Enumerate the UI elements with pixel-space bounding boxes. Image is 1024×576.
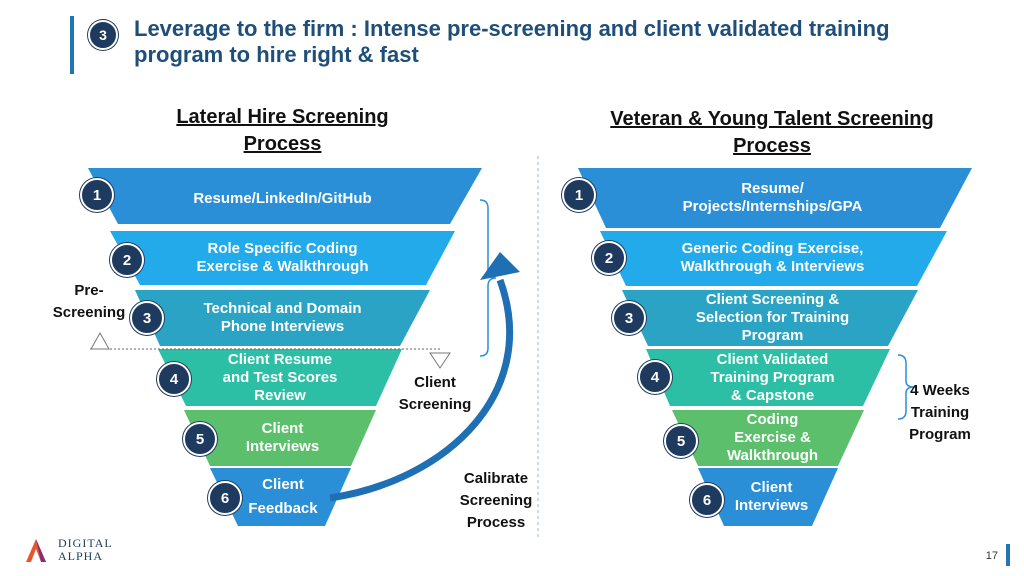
client-screening-label: Client Screening <box>398 374 472 413</box>
left-heading-line2: Process <box>243 133 322 155</box>
training-bracket <box>897 354 915 420</box>
left-heading-line1: Lateral Hire Screening <box>176 106 389 128</box>
right-heading-line2: Process <box>733 135 811 157</box>
left-stage-6-band <box>210 468 351 526</box>
left-stage-3-number: 3 <box>130 301 164 335</box>
right-stage-1-label: Resume/ Projects/Internships/GPA <box>682 180 863 215</box>
right-stage-4-number: 4 <box>638 360 672 394</box>
left-prescreen-bracket <box>479 199 497 357</box>
pre-screening-marker <box>90 331 110 350</box>
left-stage-6-number: 6 <box>208 481 242 515</box>
right-stage-4-band <box>646 349 890 406</box>
right-stage-4-label: Client Validated Training Program & Caps… <box>710 351 835 404</box>
left-stage-5-number: 5 <box>183 422 217 456</box>
right-stage-3-label: Client Screening & Selection for Trainin… <box>695 291 850 344</box>
client-screening-marker <box>429 352 451 369</box>
right-heading-line1: Veteran & Young Talent Screening <box>610 108 934 130</box>
left-stage-1-number: 1 <box>80 178 114 212</box>
right-stage-3-band <box>622 290 918 346</box>
right-stage-2-band <box>600 231 947 286</box>
calibrate-arrow <box>329 278 514 502</box>
right-heading: Veteran & Young Talent Screening Process <box>572 106 972 160</box>
right-stage-1-band <box>578 168 972 228</box>
left-stage-1-band <box>88 168 482 224</box>
left-stage-2-number: 2 <box>110 243 144 277</box>
logo-text: DIGITAL ALPHA <box>58 537 113 563</box>
left-stage-6-label: Client Feedback <box>248 476 318 517</box>
calibrate-arrow-head <box>480 252 520 280</box>
left-heading: Lateral Hire Screening Process <box>140 104 425 158</box>
training-program-label: 4 Weeks Training Program <box>909 382 971 443</box>
digital-alpha-logo-icon <box>26 539 46 562</box>
left-stage-1-label: Resume/LinkedIn/GitHub <box>193 190 372 207</box>
right-stage-5-band <box>672 410 864 466</box>
left-stage-4-number: 4 <box>157 362 191 396</box>
logo-text-line1: DIGITAL <box>58 536 113 550</box>
title-accent-bar <box>70 16 74 74</box>
right-stage-6-label: Client Interviews <box>734 479 809 514</box>
left-stage-5-band <box>184 410 376 466</box>
right-stage-2-label: Generic Coding Exercise, Walkthrough & I… <box>680 240 865 275</box>
left-stage-4-band <box>158 349 402 406</box>
right-stage-3-number: 3 <box>612 301 646 335</box>
page-number: 17 <box>985 550 998 562</box>
slide-title: Leverage to the firm : Intense pre-scree… <box>134 16 890 67</box>
right-stage-6-band <box>698 468 838 526</box>
logo-text-line2: ALPHA <box>58 549 104 563</box>
footer-accent-bar <box>1006 544 1010 566</box>
right-stage-2-number: 2 <box>592 241 626 275</box>
section-number-badge: 3 <box>88 20 118 50</box>
left-stage-3-band <box>135 290 430 346</box>
pre-screening-label: Pre- Screening <box>52 282 126 321</box>
left-stage-2-band <box>110 231 455 285</box>
left-stage-4-label: Client Resume and Test Scores Review <box>222 351 338 404</box>
left-stage-2-label: Role Specific Coding Exercise & Walkthro… <box>196 240 369 275</box>
right-stage-5-number: 5 <box>664 424 698 458</box>
left-stage-3-label: Technical and Domain Phone Interviews <box>203 300 362 335</box>
calibrate-label: Calibrate Screening Process <box>459 470 533 531</box>
right-stage-1-number: 1 <box>562 178 596 212</box>
right-stage-6-number: 6 <box>690 483 724 517</box>
left-stage-5-label: Client Interviews <box>245 420 320 455</box>
right-stage-5-label: Coding Exercise & Walkthrough <box>726 411 819 464</box>
